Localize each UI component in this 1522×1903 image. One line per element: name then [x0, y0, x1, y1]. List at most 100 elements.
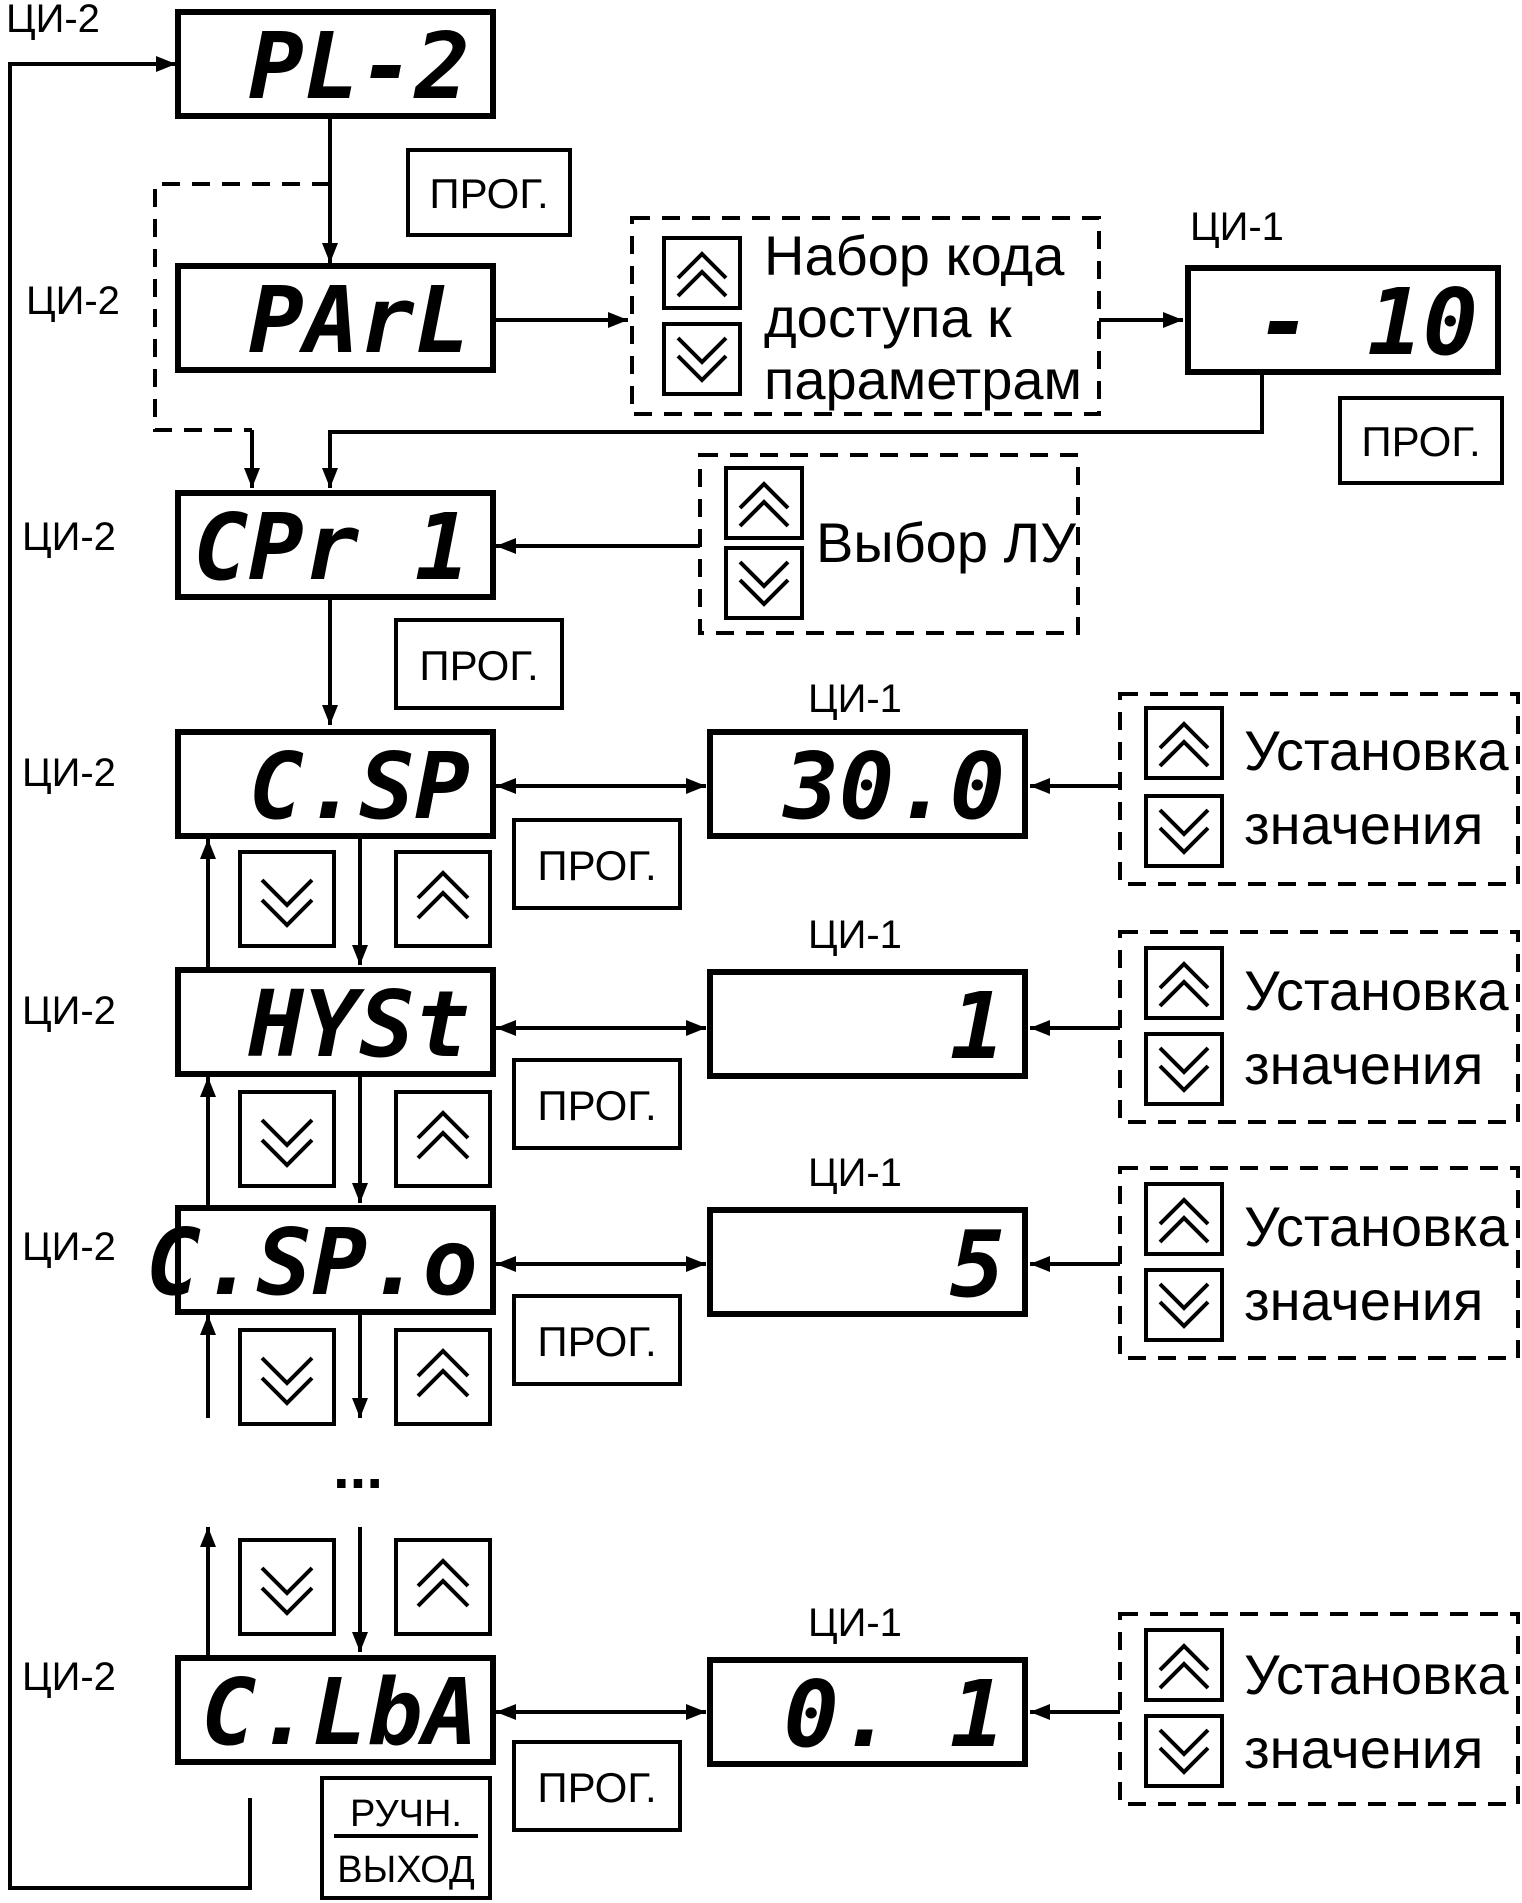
- ci2-label-parl: ЦИ-2: [26, 279, 120, 323]
- prog-button-hyst-label: ПРОГ.: [537, 1082, 656, 1129]
- csp-set-text-2: значения: [1244, 793, 1483, 856]
- display-pl2: [175, 9, 496, 119]
- nav-down-button-1[interactable]: [238, 850, 336, 948]
- hyst-set-text-1: Установка: [1244, 959, 1510, 1022]
- display-clba-text: C.LbA: [201, 1659, 478, 1766]
- prog-button-clba[interactable]: [512, 1740, 682, 1832]
- prog-button-1[interactable]: [406, 148, 572, 237]
- prog-button-1-label: ПРОГ.: [429, 170, 548, 217]
- display-clba: [175, 1655, 496, 1765]
- set-value-group-clba: [1118, 1612, 1520, 1806]
- double-chevron-down-icon: [1158, 808, 1210, 855]
- double-chevron-up-icon: [416, 1110, 470, 1160]
- prog-button-cspo-label: ПРОГ.: [537, 1318, 656, 1365]
- clba-set-text-1: Установка: [1244, 1643, 1510, 1706]
- display-cspo-text: C.SP.o: [146, 1209, 478, 1316]
- display-cspo: [175, 1205, 496, 1315]
- ci1-label-clba: ЦИ-1: [808, 1601, 902, 1645]
- display-pl2-text: PL-2: [248, 13, 470, 120]
- csp-down-button[interactable]: [1144, 794, 1224, 868]
- double-chevron-down-icon: [738, 560, 790, 607]
- display-clba-value: [707, 1657, 1028, 1767]
- set-value-group-hyst: [1118, 930, 1520, 1124]
- double-chevron-up-icon: [738, 481, 790, 528]
- hyst-set-text-2: значения: [1244, 1033, 1483, 1096]
- select-lu-down-button[interactable]: [724, 546, 804, 620]
- display-csp-text: C.SP: [248, 733, 470, 840]
- double-chevron-up-icon: [1158, 1643, 1210, 1690]
- display-csp-value: [707, 729, 1028, 839]
- ci1-label-hyst: ЦИ-1: [808, 913, 902, 957]
- double-chevron-down-icon: [260, 1118, 314, 1168]
- ellipsis: ...: [333, 1434, 383, 1501]
- prog-button-csp[interactable]: [512, 818, 682, 910]
- nav-up-button-2[interactable]: [394, 1090, 492, 1188]
- set-value-group-csp: [1118, 692, 1520, 886]
- clba-set-text-2: значения: [1244, 1717, 1483, 1780]
- ci2-label-hyst: ЦИ-2: [22, 989, 116, 1033]
- ci2-label-cpr1: ЦИ-2: [22, 515, 116, 559]
- hyst-down-button[interactable]: [1144, 1032, 1224, 1106]
- cspo-down-button[interactable]: [1144, 1268, 1224, 1342]
- double-chevron-up-icon: [1158, 961, 1210, 1008]
- exit-button-label: ВЫХОД: [337, 1849, 475, 1891]
- double-chevron-up-icon: [1158, 721, 1210, 768]
- double-chevron-down-icon: [260, 1566, 314, 1616]
- prog-button-2[interactable]: [1338, 396, 1504, 485]
- double-chevron-down-icon: [260, 878, 314, 928]
- nav-down-button-2[interactable]: [238, 1090, 336, 1188]
- double-chevron-down-icon: [676, 336, 728, 383]
- select-lu-text: Выбор ЛУ: [816, 511, 1076, 574]
- display-code: [1185, 265, 1501, 375]
- nav-down-button-4[interactable]: [238, 1538, 336, 1636]
- prog-button-csp-label: ПРОГ.: [537, 842, 656, 889]
- display-cspo-value-text: 5: [950, 1211, 1005, 1318]
- ci1-label-code: ЦИ-1: [1190, 205, 1284, 249]
- manual-button-label: РУЧН.: [350, 1793, 462, 1835]
- access-text-1: Набор кода: [764, 224, 1065, 287]
- display-parl-text: PArL: [248, 267, 470, 374]
- nav-up-button-1[interactable]: [394, 850, 492, 948]
- nav-up-button-4[interactable]: [394, 1538, 492, 1636]
- prog-button-cspo[interactable]: [512, 1294, 682, 1386]
- display-hyst-value: [707, 969, 1028, 1079]
- double-chevron-down-icon: [1158, 1728, 1210, 1775]
- prog-button-clba-label: ПРОГ.: [537, 1764, 656, 1811]
- nav-down-button-3[interactable]: [238, 1328, 336, 1426]
- double-chevron-down-icon: [260, 1356, 314, 1406]
- double-chevron-up-icon: [676, 251, 728, 298]
- set-value-group-cspo: [1118, 1166, 1520, 1360]
- double-chevron-up-icon: [1158, 1197, 1210, 1244]
- display-hyst-text: HYSt: [247, 971, 470, 1078]
- display-clba-value-text: 0. 1: [783, 1661, 1005, 1768]
- clba-down-button[interactable]: [1144, 1714, 1224, 1788]
- display-cpr1-text: CPr 1: [193, 494, 470, 601]
- prog-button-3-label: ПРОГ.: [419, 642, 538, 689]
- display-csp: [175, 729, 496, 839]
- ci2-label-cspo: ЦИ-2: [22, 1225, 116, 1269]
- access-down-button[interactable]: [662, 322, 742, 396]
- cspo-set-text-1: Установка: [1244, 1195, 1510, 1258]
- double-chevron-down-icon: [1158, 1282, 1210, 1329]
- ci1-label-csp: ЦИ-1: [808, 677, 902, 721]
- display-hyst-value-text: 1: [950, 973, 1005, 1080]
- double-chevron-up-icon: [416, 870, 470, 920]
- select-lu-group: [698, 453, 1080, 635]
- prog-button-3[interactable]: [394, 618, 564, 710]
- prog-button-hyst[interactable]: [512, 1058, 682, 1150]
- ci1-label-cspo: ЦИ-1: [808, 1151, 902, 1195]
- display-cpr1: [175, 490, 496, 600]
- csp-set-text-1: Установка: [1244, 719, 1510, 782]
- ci2-label-clba: ЦИ-2: [22, 1655, 116, 1699]
- prog-button-2-label: ПРОГ.: [1361, 418, 1480, 465]
- display-csp-value-text: 30.0: [781, 733, 1005, 840]
- double-chevron-down-icon: [1158, 1046, 1210, 1093]
- ci2-label-pl2: ЦИ-2: [6, 0, 100, 41]
- ci2-label-csp: ЦИ-2: [22, 751, 116, 795]
- hyst-up-button[interactable]: [1144, 946, 1224, 1020]
- nav-up-button-3[interactable]: [394, 1328, 492, 1426]
- double-chevron-up-icon: [416, 1348, 470, 1398]
- access-text-2: доступа к: [764, 286, 1012, 349]
- display-code-text: - 10: [1256, 269, 1478, 376]
